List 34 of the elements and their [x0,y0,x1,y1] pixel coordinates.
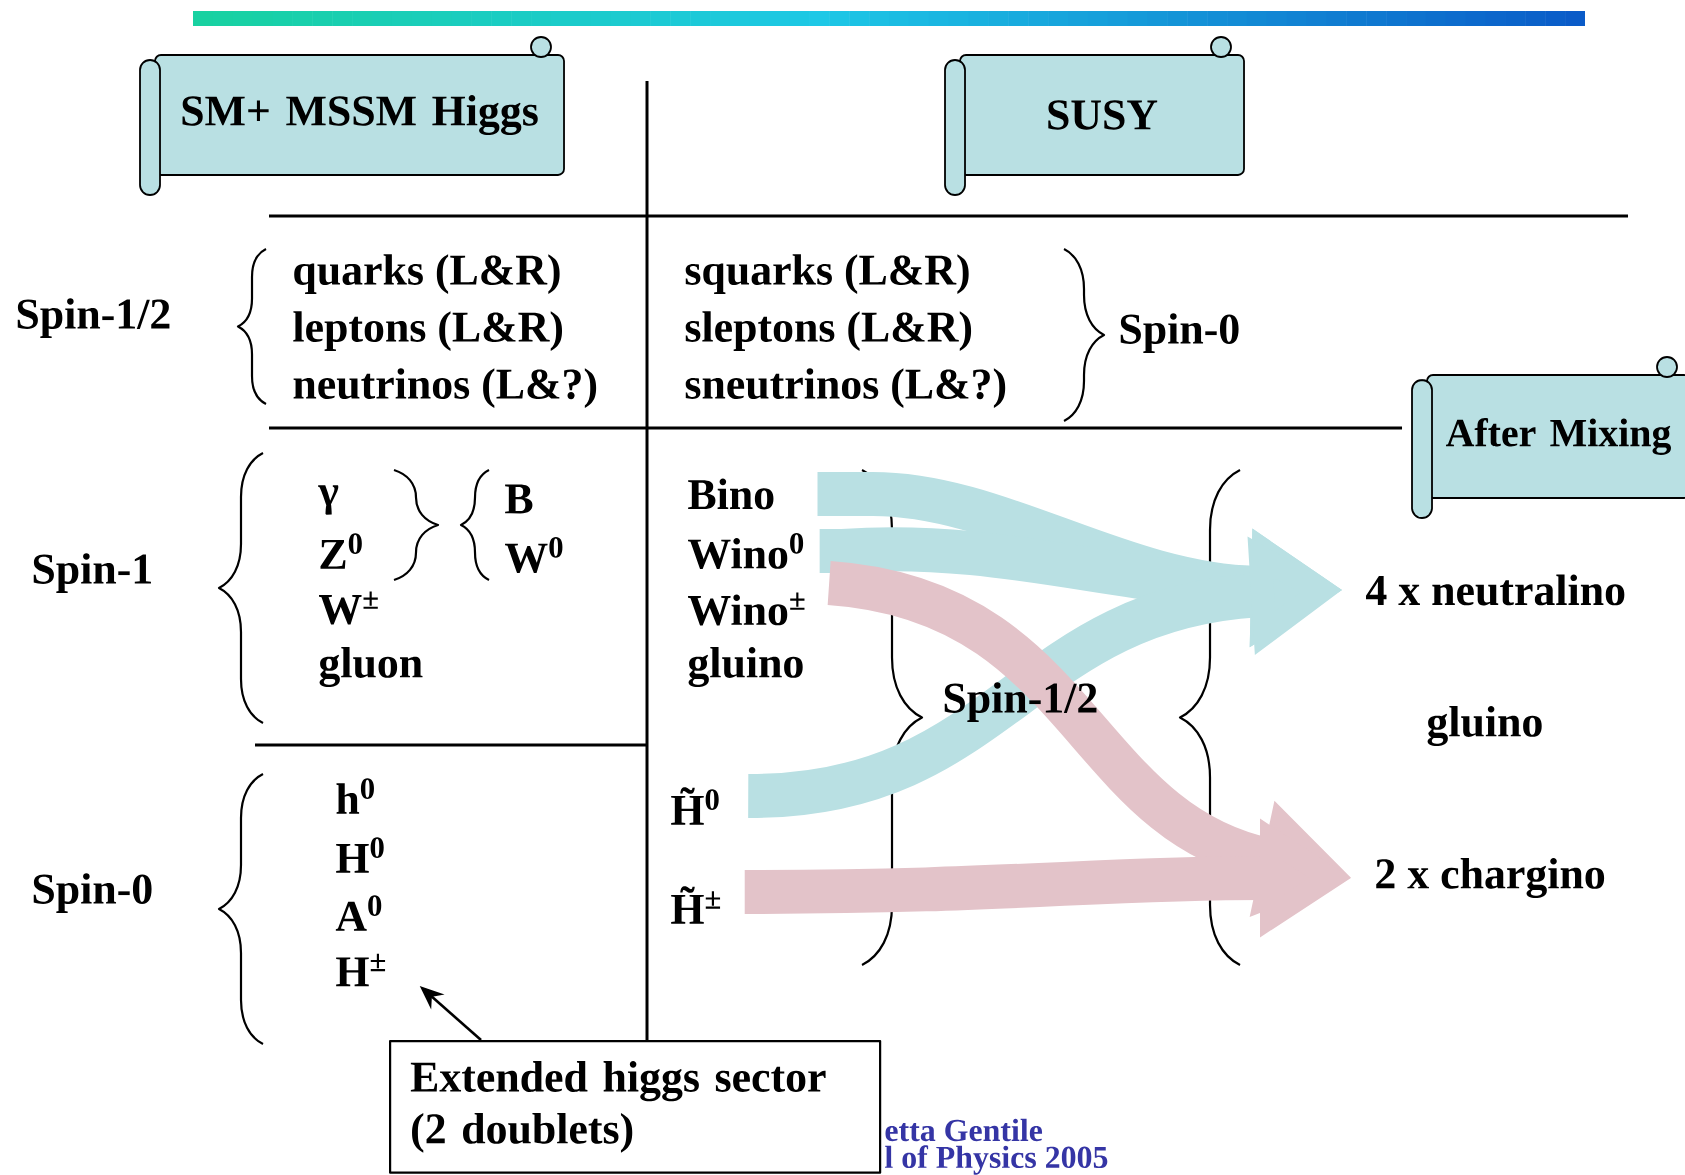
text-label: W$^{±}$ [319,591,378,625]
text-label: neutrinos (L&?) [293,368,597,408]
text-label: leptons (L&R) [293,311,562,351]
text-label: squarks (L&R) [685,254,969,294]
text-label: γ [318,485,339,515]
particle-label: Wino$^{0}$ [688,532,804,569]
text-label: B [505,484,533,514]
particle-label: 2 x chargino [1376,857,1605,899]
text-label: H$^{0}$ [336,837,384,873]
scroll-banner: SM+ MSSM Higgs [139,36,565,196]
text-label: gluon [319,646,423,688]
text-label: A$^{0}$ [335,895,382,931]
scroll-banner: SUSY [944,36,1245,196]
text-label: Spin-0 [33,873,152,913]
text-label: Spin-0 [1120,313,1239,353]
text-label: Spin-1/2 [17,298,170,338]
particle-label: Wino$^{±}$ [688,592,805,626]
particle-label: H$^{±}$ [336,953,386,987]
text-label: Z$^{0}$ [320,533,362,569]
scroll-banner: After Mixing [1411,356,1685,519]
text-label: sneutrinos (L&?) [685,368,1006,408]
particle-label: H̃$^{0}$ [671,787,719,825]
text-label: sleptons (L&R) [685,311,972,351]
particle-label: H̃$^{±}$ [671,886,721,924]
text-label: Spin-1 [33,553,151,593]
text-label: W$^{0}$ [505,536,563,573]
text-label: Spin-1/2 [944,682,1097,722]
particle-label: 4 x neutralino [1366,574,1625,606]
callout-box: Extended higgs sector (2 doublets) [389,1040,882,1174]
text-label: h$^{0}$ [336,778,374,814]
text-label: quarks (L&R) [294,254,560,294]
text-label: gluino [688,646,803,688]
text-label: gluino [1427,705,1542,747]
particle-label: Bino [688,478,774,510]
